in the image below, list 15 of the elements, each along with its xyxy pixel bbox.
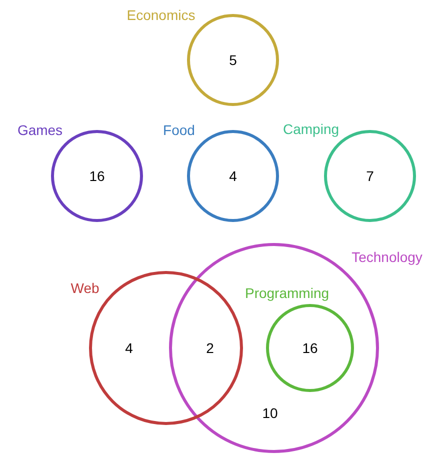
set-label: Economics (126, 8, 196, 22)
count-label: 10 (262, 406, 278, 420)
set-label: Camping (282, 122, 340, 136)
count-label: 16 (89, 169, 105, 183)
count-label: 4 (125, 341, 133, 355)
count-label: 5 (229, 53, 237, 67)
count-label: 16 (302, 341, 318, 355)
count-label: 2 (206, 341, 214, 355)
set-label: Food (163, 123, 195, 137)
count-label: 4 (229, 169, 237, 183)
set-label: Web (70, 281, 100, 295)
count-label: 7 (366, 169, 374, 183)
set-label: Technology (352, 250, 422, 264)
set-label: Games (17, 123, 63, 137)
set-label: Programming (244, 286, 330, 300)
